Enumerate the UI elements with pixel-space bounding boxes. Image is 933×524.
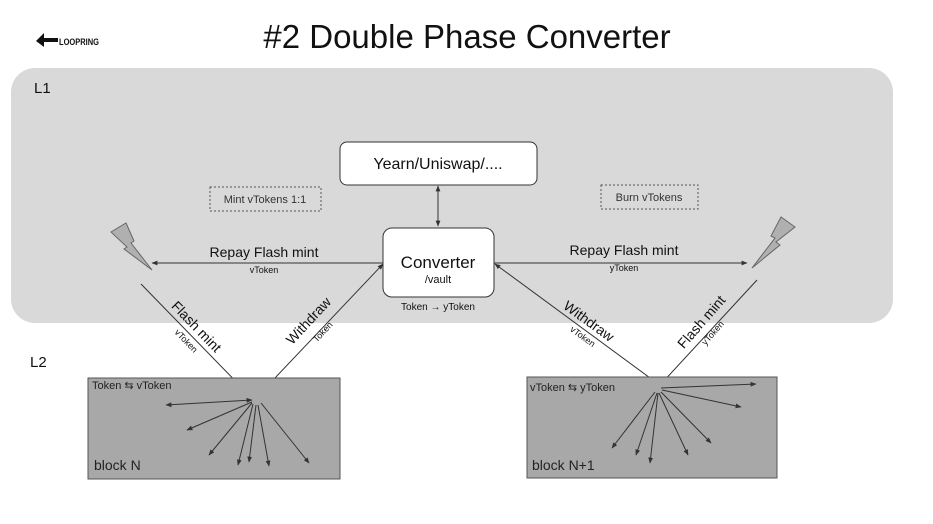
left-flash-mint-arrow	[140, 283, 251, 397]
loopring-logo: LOOPRING	[36, 33, 99, 47]
block-n-plus-1-label: block N+1	[532, 457, 595, 473]
converter-label: Converter	[401, 253, 476, 272]
block-n-plus-1-transfer-arrows	[611, 381, 757, 464]
yearn-uniswap-box	[339, 141, 538, 186]
left-repay-sub: vToken	[250, 265, 279, 275]
right-flash-mint-arrow	[660, 279, 758, 385]
l1-label: L1	[34, 80, 51, 97]
loopring-logo-icon	[36, 33, 58, 47]
converter-sub: /vault	[425, 274, 451, 286]
block-n-plus-1-swap: vToken ⇆ yToken	[530, 382, 615, 394]
block-n-swap: Token ⇆ vToken	[92, 380, 172, 392]
mint-note-text: Mint vTokens 1:1	[224, 194, 307, 206]
right-withdraw-arrow	[494, 263, 662, 387]
l2-label: L2	[30, 354, 47, 371]
burn-note-text: Burn vTokens	[616, 192, 683, 204]
burn-note-box	[600, 184, 699, 210]
lightning-right-icon	[751, 216, 796, 269]
right-repay-sub: yToken	[610, 263, 639, 273]
l1-region	[11, 68, 893, 323]
left-withdraw-arrow	[255, 263, 384, 399]
left-repay-label: Repay Flash mint	[210, 244, 319, 260]
block-n-label: block N	[94, 457, 141, 473]
logo-text: LOOPRING	[59, 37, 99, 47]
converter-note: Token → yToken	[401, 302, 475, 313]
mint-note-box	[209, 186, 322, 212]
page-title: #2 Double Phase Converter	[263, 18, 670, 55]
block-n-transfer-arrows	[165, 397, 310, 467]
yearn-uniswap-label: Yearn/Uniswap/....	[373, 156, 502, 173]
block-n	[87, 377, 341, 480]
lightning-left-icon	[110, 222, 153, 271]
right-repay-label: Repay Flash mint	[570, 242, 679, 258]
